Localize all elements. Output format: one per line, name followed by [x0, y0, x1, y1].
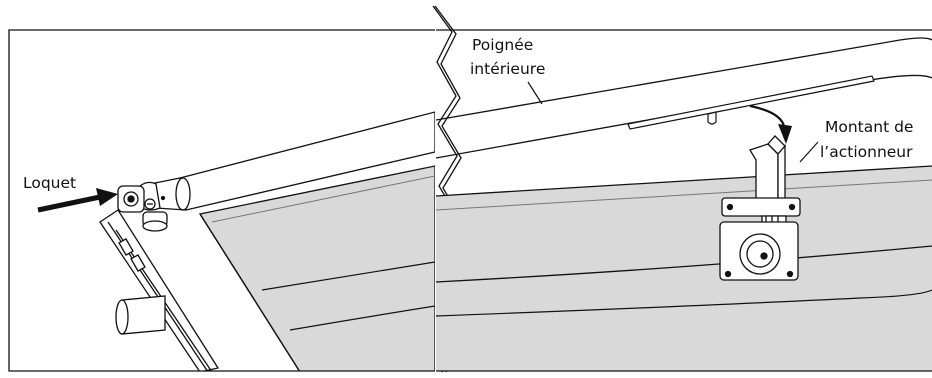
inner-handle	[627, 75, 875, 130]
left-panel-border	[8, 29, 435, 372]
callout-handle-line1: Poignée	[472, 36, 533, 54]
callout-handle-line2: intérieure	[470, 60, 545, 78]
pin-cylinder	[115, 295, 166, 335]
lock-body	[719, 221, 799, 281]
latch-mechanism	[117, 185, 168, 232]
callout-post-line2: l’actionneur	[820, 143, 913, 161]
right-panel: Poignée intérieure Montant de l’actionne…	[436, 29, 932, 372]
callout-post-line1: Montant de	[825, 118, 913, 136]
side-frame	[99, 209, 220, 371]
handle-bar	[139, 111, 435, 211]
left-panel: Loquet	[8, 29, 435, 372]
push-arrow-icon	[37, 188, 118, 213]
callout-latch: Loquet	[23, 174, 76, 192]
lid-surface-right	[436, 166, 932, 371]
actuator-post	[721, 135, 801, 227]
rotation-arrow-icon	[749, 104, 792, 144]
